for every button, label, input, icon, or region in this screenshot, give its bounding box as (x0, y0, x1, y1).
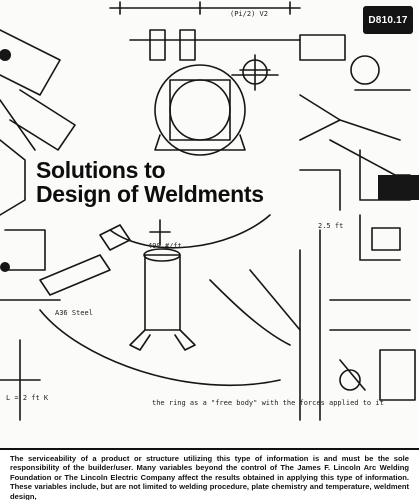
disclaimer-text: The serviceability of a product or struc… (10, 454, 409, 500)
book-title-line-2: Design of Weldments (36, 181, 264, 207)
book-title: Solutions to Design of Weldments (36, 158, 296, 206)
sketch-note-load: 490 #/ft (148, 242, 182, 250)
book-title-line-1: Solutions to (36, 157, 166, 183)
engineering-sketch-background: (Pi/2) V2 490 #/ft the ring as a "free b… (0, 1, 419, 421)
catalog-number-badge: D810.17 (363, 6, 413, 34)
sketch-note-formula: L = 2 ft K (6, 394, 49, 402)
sketch-note-dimension: (Pi/2) V2 (230, 10, 268, 18)
sketch-note-steel: A36 Steel (55, 309, 93, 317)
disclaimer-box: The serviceability of a product or struc… (0, 448, 419, 500)
sketch-note-gear: 2.5 ft (318, 222, 343, 230)
sketch-note-ring: the ring as a "free body" with the force… (152, 399, 384, 407)
